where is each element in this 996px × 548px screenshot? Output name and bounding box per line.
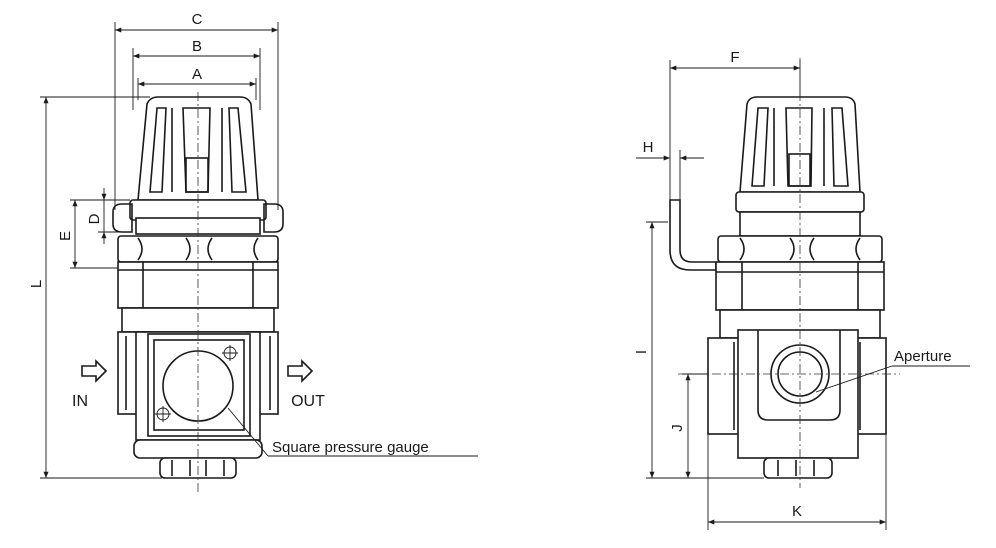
aperture-leader-line <box>815 365 893 393</box>
dimension-l-label: L <box>28 280 45 288</box>
dimension-j-label: J <box>669 424 686 432</box>
gauge-leader-line <box>227 407 269 457</box>
inlet-arrow-icon <box>81 359 108 383</box>
dimension-i-label: I <box>633 350 650 354</box>
dimension-k-label: K <box>792 503 802 520</box>
side-view: F H <box>633 49 970 530</box>
dimension-a-label: A <box>192 66 202 83</box>
outlet-arrow-icon <box>287 359 314 383</box>
aperture-callout-label: Aperture <box>894 348 952 365</box>
dimension-f-label: F <box>730 49 739 66</box>
dimension-b-label: B <box>192 38 202 55</box>
outlet-label: OUT <box>291 393 325 410</box>
mounting-bracket <box>669 199 717 271</box>
dimension-d-label: D <box>86 213 103 224</box>
front-view: C B A <box>28 11 478 494</box>
dimension-h-label: H <box>643 139 654 156</box>
dimension-c-label: C <box>192 11 203 28</box>
inlet-label: IN <box>72 393 88 410</box>
dimension-e-label: E <box>57 231 74 241</box>
gauge-callout-label: Square pressure gauge <box>272 439 429 456</box>
